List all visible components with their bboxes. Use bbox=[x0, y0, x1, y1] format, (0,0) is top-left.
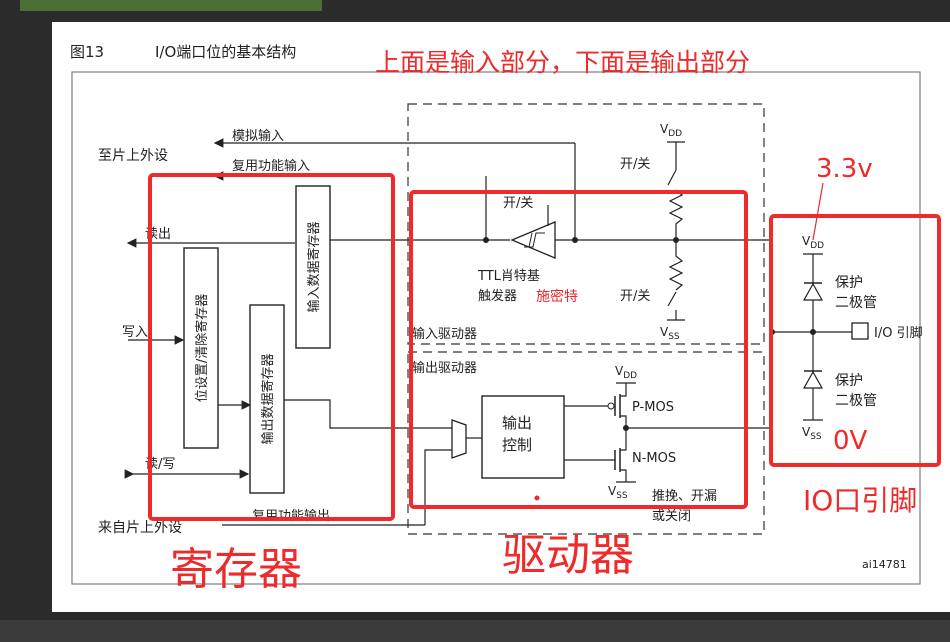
protect-diode-bottom-label-1: 保护 bbox=[835, 373, 863, 389]
alt-func-input-label: 复用功能输入 bbox=[232, 158, 310, 174]
figure-number: 图13 bbox=[70, 43, 104, 61]
pmos-label: P-MOS bbox=[632, 400, 674, 415]
bottom-strip bbox=[0, 620, 950, 642]
output-driver-label: 输出驱动器 bbox=[412, 360, 477, 376]
input-driver-label: 输入驱动器 bbox=[412, 326, 477, 342]
output-data-register-label: 输出数据寄存器 bbox=[260, 353, 276, 444]
vdd-pullup-label: VDD bbox=[660, 122, 682, 139]
register-highlight-box bbox=[148, 173, 395, 521]
alt-func-to-mux-line bbox=[424, 449, 452, 525]
output-mux-symbol bbox=[451, 419, 467, 459]
vdd-diode-label: VDD bbox=[802, 234, 824, 251]
pmos-source bbox=[620, 383, 627, 397]
header-annotation: 上面是输入部分，下面是输出部分 bbox=[375, 48, 750, 77]
output-control-box bbox=[481, 395, 565, 479]
io-pin-highlight-box bbox=[769, 214, 941, 467]
pullup-resistor bbox=[668, 189, 684, 240]
figure-title: I/O端口位的基本结构 bbox=[155, 43, 296, 61]
vss-pulldown-label: VSS bbox=[660, 325, 680, 342]
protect-diode-top-label-2: 二极管 bbox=[835, 295, 877, 311]
pmos-gate-bubble bbox=[607, 402, 615, 410]
alt-func-output-label: 复用功能输出 bbox=[252, 508, 330, 524]
output-register-to-mux-line bbox=[284, 399, 452, 429]
io-pin-annotation: IO口引脚 bbox=[803, 484, 917, 517]
bit-set-reset-register-label: 位设置/清除寄存器 bbox=[194, 294, 210, 402]
on-off-low-label: 开/关 bbox=[620, 289, 650, 304]
pulldown-resistor bbox=[668, 240, 684, 291]
figure-ref-id: ai14781 bbox=[862, 558, 907, 571]
figure-frame bbox=[71, 71, 921, 585]
window-accent-bar bbox=[20, 0, 322, 11]
nmos-label: N-MOS bbox=[632, 451, 676, 466]
pullup-switch bbox=[667, 169, 677, 186]
protect-diode-bottom bbox=[802, 370, 824, 389]
ttl-schmitt-label-1: TTL肖特基 bbox=[477, 269, 540, 284]
voltage-low-annotation: 0V bbox=[833, 426, 868, 456]
pulldown-switch bbox=[667, 291, 677, 307]
driver-annotation: 驱动器 bbox=[502, 530, 634, 581]
voltage-high-annotation: 3.3v bbox=[816, 154, 873, 184]
junction bbox=[483, 237, 489, 243]
red-dot-marker bbox=[534, 495, 540, 501]
register-annotation: 寄存器 bbox=[170, 544, 302, 595]
vss-diode-label: VSS bbox=[802, 425, 822, 442]
input-data-register-box bbox=[295, 185, 331, 349]
input-driver-region bbox=[407, 103, 765, 345]
schmitt-trigger-symbol bbox=[510, 221, 556, 259]
junction bbox=[810, 329, 816, 335]
vdd-pmos-label: VDD bbox=[615, 364, 637, 381]
nmos-drain bbox=[620, 428, 627, 451]
protect-diode-top bbox=[802, 282, 824, 301]
ttl-schmitt-label-2: 触发器 bbox=[478, 288, 517, 304]
pmos-drain bbox=[620, 415, 627, 428]
protect-diode-top-label-1: 保护 bbox=[835, 275, 863, 291]
output-control-label-2: 控制 bbox=[502, 436, 532, 454]
protect-diode-bottom-label-2: 二极管 bbox=[835, 393, 877, 409]
input-data-register-label: 输入数据寄存器 bbox=[306, 221, 322, 312]
vss-nmos-label: VSS bbox=[608, 484, 628, 501]
schmitt-annotation: 施密特 bbox=[536, 288, 578, 305]
read-write-label: 读/写 bbox=[145, 457, 175, 472]
from-onchip-periph-label: 来自片上外设 bbox=[98, 520, 182, 536]
to-onchip-periph-label: 至片上外设 bbox=[98, 148, 168, 164]
bit-set-reset-register-box bbox=[183, 247, 219, 449]
push-pull-label-1: 推挽、开漏 bbox=[652, 488, 717, 504]
on-off-mid-label: 开/关 bbox=[620, 157, 650, 172]
on-off-top-label: 开/关 bbox=[503, 196, 533, 211]
driver-highlight-box bbox=[409, 190, 748, 509]
nmos-source bbox=[620, 469, 627, 482]
output-control-label-1: 输出 bbox=[502, 414, 532, 432]
push-pull-label-2: 或关闭 bbox=[652, 509, 691, 524]
io-pin-square bbox=[851, 322, 869, 340]
analog-input-label: 模拟输入 bbox=[232, 128, 284, 144]
output-data-register-box bbox=[249, 304, 285, 494]
io-pin-label: I/O 引脚 bbox=[874, 325, 923, 341]
hysteresis-icon bbox=[524, 232, 545, 248]
voltage-pointer bbox=[812, 182, 824, 241]
write-in-label: 写入 bbox=[122, 325, 148, 340]
